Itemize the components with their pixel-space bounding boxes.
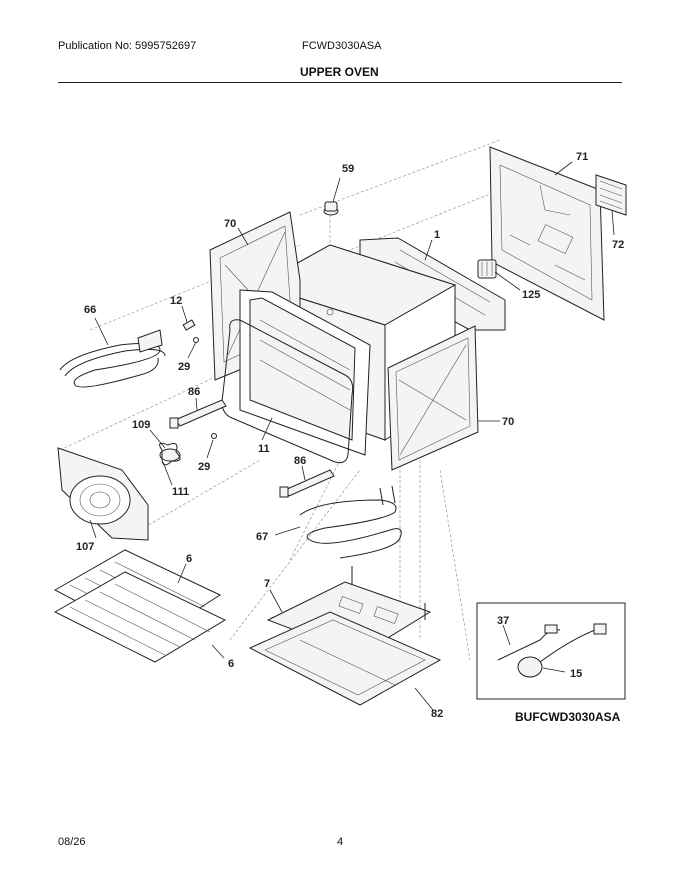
leader-lines xyxy=(89,161,615,711)
callout-67: 67 xyxy=(256,531,268,543)
callout-125: 125 xyxy=(522,289,540,301)
callout-37: 37 xyxy=(497,615,509,627)
vent-grille-72 xyxy=(595,174,627,216)
callout-6-lower: 6 xyxy=(228,658,234,670)
callout-numbers: 59 71 70 1 72 125 66 12 29 86 109 11 29 … xyxy=(76,151,624,720)
inset-label: BUFCWD3030ASA xyxy=(515,710,621,724)
header-rule xyxy=(58,82,622,83)
convection-cover-107 xyxy=(57,447,149,541)
callout-82: 82 xyxy=(431,708,443,720)
element-86-a xyxy=(169,399,227,429)
component-125 xyxy=(477,259,497,279)
fan-blade-109 xyxy=(159,442,181,466)
callout-72: 72 xyxy=(612,239,624,251)
oven-bottom-82 xyxy=(248,611,442,706)
screw-29-a xyxy=(193,337,199,343)
sensor-15 xyxy=(517,623,607,678)
footer-date: 08/26 xyxy=(58,836,86,848)
callout-29-upper: 29 xyxy=(178,361,190,373)
bake-element-67 xyxy=(299,485,402,559)
publication-number: Publication No: 5995752697 xyxy=(58,40,197,52)
model-number: FCWD3030ASA xyxy=(302,40,382,52)
callout-66: 66 xyxy=(84,304,96,316)
callout-11: 11 xyxy=(258,443,270,455)
callout-107: 107 xyxy=(76,541,94,553)
side-panel-70-right xyxy=(387,325,479,471)
element-86-b xyxy=(279,469,335,498)
callout-86-upper: 86 xyxy=(188,386,200,398)
callout-59: 59 xyxy=(342,163,354,175)
page-number: 4 xyxy=(337,836,344,848)
callout-29-lower: 29 xyxy=(198,461,210,473)
broil-element-66 xyxy=(59,329,166,388)
part-59 xyxy=(323,201,339,216)
sensor-12 xyxy=(182,319,196,331)
callout-111: 111 xyxy=(172,486,189,498)
callout-109: 109 xyxy=(132,419,150,431)
screw-29-b xyxy=(211,433,217,439)
callout-15: 15 xyxy=(570,668,582,680)
callout-86-lower: 86 xyxy=(294,455,306,467)
probe-37 xyxy=(497,624,561,661)
callout-71: 71 xyxy=(576,151,588,163)
inset-box xyxy=(476,602,626,700)
callout-7: 7 xyxy=(264,578,270,590)
door-gasket-11 xyxy=(221,319,354,464)
callout-70-lower: 70 xyxy=(502,416,514,428)
rear-panel-71 xyxy=(489,146,605,321)
callout-1: 1 xyxy=(434,229,440,241)
page-title: UPPER OVEN xyxy=(300,65,379,79)
oven-rack-6-lower xyxy=(53,571,227,663)
callout-12: 12 xyxy=(170,295,182,307)
callout-70-upper: 70 xyxy=(224,218,236,230)
front-frame xyxy=(239,289,371,456)
callout-6-upper: 6 xyxy=(186,553,192,565)
